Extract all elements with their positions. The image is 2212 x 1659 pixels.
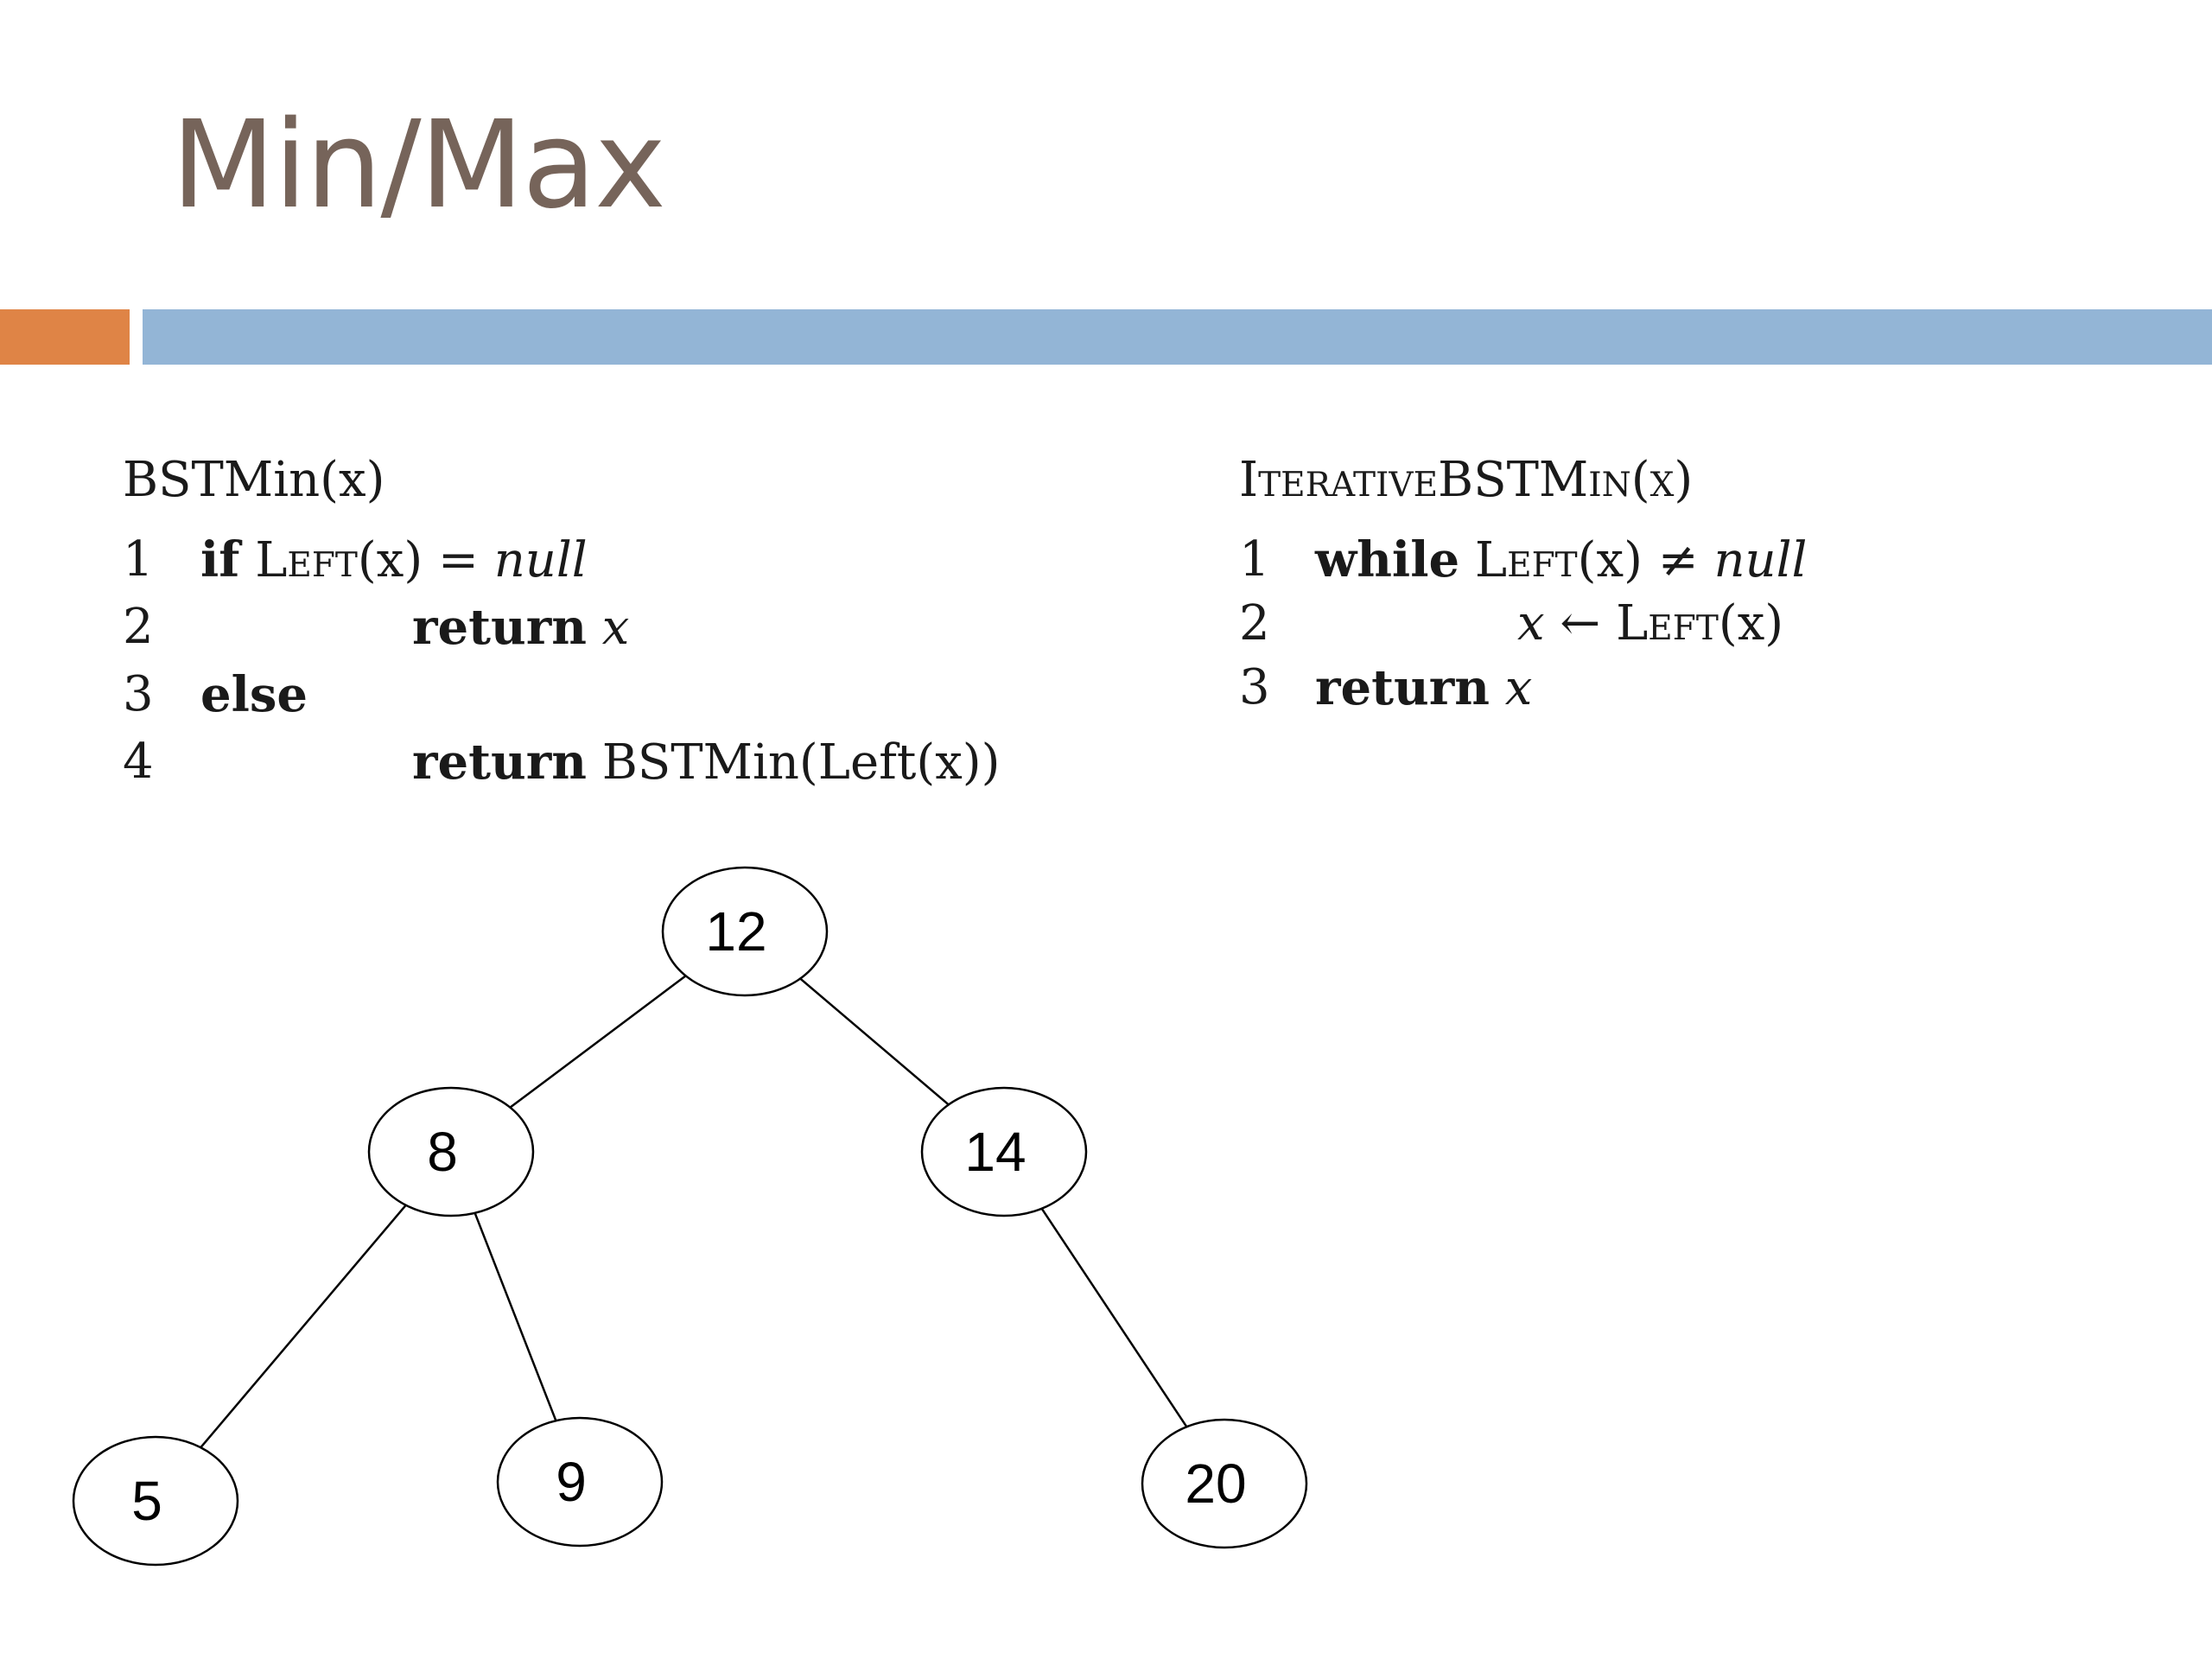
algorithm-heading-text: IterativeBSTMin(x) — [1239, 452, 1694, 508]
tree-node: 5 — [72, 1435, 239, 1567]
accent-bar-blue — [143, 309, 2212, 365]
tree-node-ellipse — [367, 1086, 535, 1217]
line-number: 3 — [1239, 659, 1270, 715]
tree-edge — [200, 1204, 407, 1449]
tree-node: 8 — [367, 1086, 535, 1217]
code-text: x ← Left(x) — [1517, 600, 1783, 648]
line-number: 1 — [1239, 531, 1270, 588]
bst-diagram: 12 8 14 5 9 20 — [0, 847, 1382, 1590]
keyword: return — [1315, 659, 1490, 716]
keyword: while — [1315, 531, 1460, 588]
tree-edges — [200, 975, 1188, 1449]
tree-node: 14 — [920, 1086, 1088, 1217]
variable: x — [601, 600, 630, 656]
line-number: 2 — [1239, 595, 1270, 652]
tree-node-ellipse — [496, 1416, 664, 1548]
tree-node-label: 5 — [131, 1470, 162, 1532]
function-name: Left — [1474, 532, 1578, 588]
tree-node: 20 — [1141, 1418, 1308, 1549]
code-text: return x — [412, 603, 629, 652]
tree-node-ellipse — [1141, 1418, 1308, 1549]
code-text: if Left(x) = null — [200, 536, 588, 585]
expression: (x) = — [357, 532, 494, 588]
function-name: Left — [1616, 595, 1719, 652]
tree-node-label: 12 — [705, 900, 766, 963]
code-text: return x — [1315, 664, 1532, 713]
tree-node: 9 — [496, 1416, 664, 1548]
tree-edge — [474, 1212, 557, 1421]
function-name: Left — [255, 532, 358, 588]
tree-node: 12 — [661, 866, 829, 997]
slide-title: Min/Max — [171, 95, 666, 236]
variable: x — [1504, 660, 1533, 716]
tree-node-ellipse — [920, 1086, 1088, 1217]
line-number: 2 — [123, 599, 154, 655]
bst-svg: 12 8 14 5 9 20 — [72, 866, 1308, 1567]
algorithm-heading-text: BSTMin(x) — [123, 452, 385, 508]
line-number: 1 — [123, 531, 154, 588]
tree-node-label: 14 — [964, 1121, 1026, 1183]
keyword: else — [200, 666, 308, 723]
expression: (x) — [1718, 595, 1784, 652]
value: null — [1713, 532, 1808, 588]
assignment: x ← — [1517, 595, 1617, 652]
code-text: else — [200, 671, 308, 720]
tree-node-ellipse — [72, 1435, 239, 1567]
line-number: 4 — [123, 734, 154, 790]
expression: BSTMin(Left(x)) — [601, 734, 1001, 791]
tree-edge — [799, 977, 950, 1106]
value: null — [493, 532, 588, 588]
accent-bar-orange — [0, 309, 130, 365]
code-text: return BSTMin(Left(x)) — [412, 738, 1000, 787]
keyword: return — [412, 599, 587, 656]
algorithm-heading: BSTMin(x) — [123, 456, 385, 505]
line-number: 3 — [123, 666, 154, 722]
tree-edge — [1040, 1208, 1188, 1427]
code-text: while Left(x) ≠ null — [1315, 536, 1807, 585]
bstmin-algorithm: BSTMin(x) 1 if Left(x) = null 2 return x… — [123, 456, 1160, 819]
keyword: return — [412, 734, 587, 791]
tree-node-ellipse — [661, 866, 829, 997]
expression: (x) ≠ — [1577, 532, 1714, 588]
tree-node-label: 9 — [556, 1451, 587, 1513]
tree-node-label: 8 — [427, 1121, 458, 1183]
algorithm-heading: IterativeBSTMin(x) — [1239, 456, 1693, 505]
iterative-bstmin-algorithm: IterativeBSTMin(x) 1 while Left(x) ≠ nul… — [1239, 456, 2017, 715]
tree-node-label: 20 — [1185, 1452, 1246, 1515]
tree-edge — [509, 975, 687, 1109]
keyword: if — [200, 531, 240, 588]
